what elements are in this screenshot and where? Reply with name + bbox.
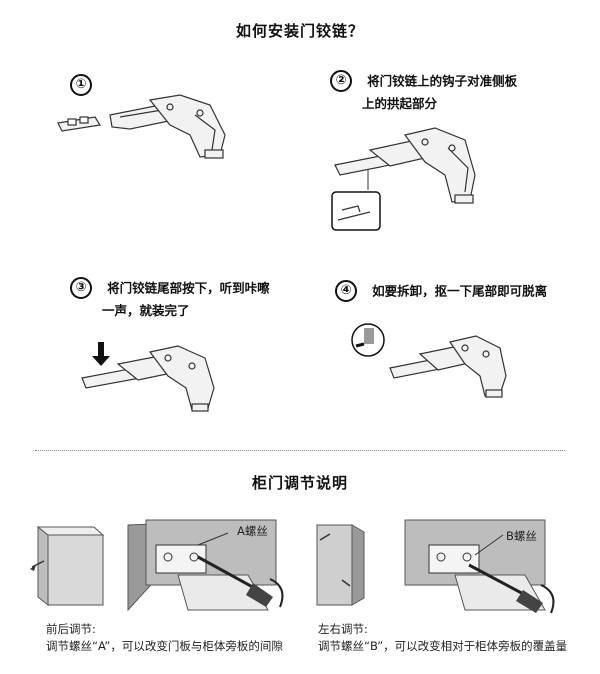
hinge-illustration-step3 bbox=[81, 342, 215, 412]
left-right-desc: 调节螺丝“B”，可以改变相对于柜体旁板的覆盖量 bbox=[318, 639, 568, 653]
left-right-heading: 左右调节: bbox=[318, 622, 368, 636]
front-back-heading: 前后调节: bbox=[46, 622, 96, 636]
step-number: ④ bbox=[335, 280, 357, 302]
section-divider bbox=[35, 450, 565, 451]
step-text-line1: 将门铰链尾部按下，听到咔嚓 bbox=[107, 280, 270, 296]
cabinet-left-right-illustration bbox=[316, 524, 365, 606]
install-title: 如何安装门铰链？ bbox=[235, 22, 364, 40]
cabinet-front-back-illustration bbox=[30, 525, 105, 607]
step-4: ④ 如要拆卸，抠一下尾部即可脱离 bbox=[335, 280, 595, 303]
step-text-line1: 将门铰链上的钩子对准侧板 bbox=[367, 73, 518, 89]
hinge-illustration-step4 bbox=[351, 323, 507, 398]
adjust-title: 柜门调节说明 bbox=[251, 474, 348, 492]
screw-b-label: B螺丝 bbox=[506, 529, 537, 543]
step-text-line2: 一声，就装完了 bbox=[102, 302, 190, 318]
step-text-line1: 如要拆卸，抠一下尾部即可脱离 bbox=[372, 283, 548, 299]
hinge-illustration-step1 bbox=[57, 94, 226, 159]
screw-a-label: A螺丝 bbox=[237, 524, 268, 538]
step-number: ③ bbox=[70, 277, 92, 299]
hinge-illustration-step2 bbox=[331, 127, 476, 231]
step-number: ② bbox=[330, 70, 352, 92]
front-back-desc: 调节螺丝“A”，可以改变门板与柜体旁板的间隙 bbox=[46, 639, 283, 653]
step-3: ③ 将门铰链尾部按下，听到咔嚓 一声，就装完了 bbox=[70, 277, 310, 322]
step-text-line2: 上的拱起部分 bbox=[362, 95, 438, 111]
step-number: ① bbox=[70, 74, 92, 96]
step-1: ① bbox=[70, 74, 102, 96]
hinge-adjust-a-illustration bbox=[127, 519, 284, 612]
step-2: ② 将门铰链上的钩子对准侧板 上的拱起部分 bbox=[330, 70, 590, 115]
hinge-adjust-b-illustration bbox=[404, 519, 555, 614]
